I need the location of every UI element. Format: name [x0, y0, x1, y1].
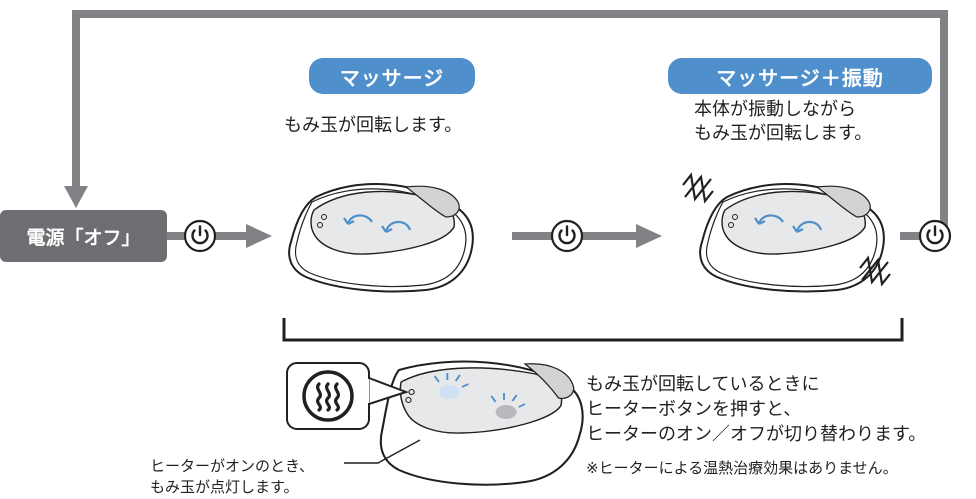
massager-icon — [288, 182, 474, 293]
loop-arrowhead — [64, 186, 88, 208]
massager-icon — [699, 182, 885, 293]
heater-note: ※ヒーターによる温熱治療効果はありません。 — [586, 459, 898, 477]
mode-massage-vibration-label: マッサージ＋振動 — [668, 58, 932, 94]
heater-icon — [302, 370, 354, 422]
heater-massager-illustration — [379, 360, 584, 486]
mode-massage-vibration-description: 本体が振動しながら もみ玉が回転します。 — [694, 99, 873, 144]
power-icon — [183, 219, 217, 253]
power-off-label: 電源「オフ」 — [26, 226, 141, 249]
power-icon — [550, 219, 584, 253]
mode-bracket — [282, 318, 904, 342]
power-icon — [918, 219, 952, 253]
vibration-icon — [681, 173, 715, 203]
heater-callout: ヒーターがオンのとき、 もみ玉が点灯します。 — [150, 457, 314, 496]
mode-massage-description: もみ玉が回転します。 — [284, 115, 463, 136]
loop-line — [72, 10, 948, 228]
heater-description: もみ玉が回転しているときに ヒーターボタンを押すと、 ヒーターのオン／オフが切り… — [586, 374, 927, 445]
power-off-state: 電源「オフ」 — [0, 210, 167, 262]
mode-massage-label: マッサージ — [309, 58, 475, 94]
